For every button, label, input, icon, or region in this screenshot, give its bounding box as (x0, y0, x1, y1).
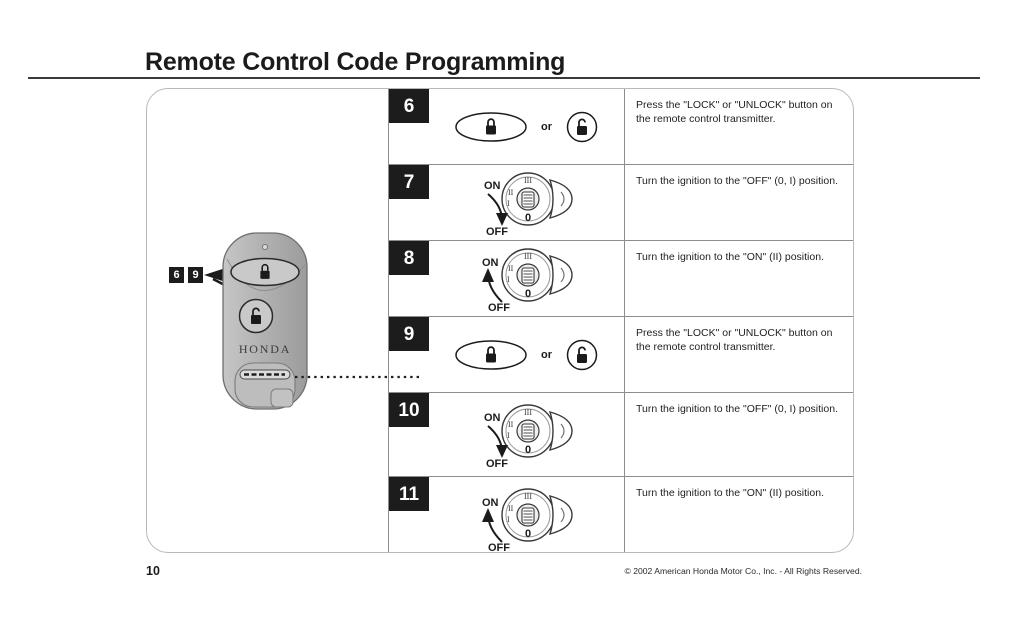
svg-text:III: III (524, 252, 532, 261)
step-figure-cell: III II I 0 ON OFF (429, 241, 625, 316)
svg-text:II: II (508, 504, 514, 513)
steps-table: 6 or (389, 89, 853, 552)
panic-slot-icon (239, 369, 291, 380)
honda-wordmark: HONDA (239, 342, 291, 356)
key-fob-graphic: HONDA (222, 232, 308, 410)
callout-group: 6 9 (169, 267, 203, 283)
table-row: 9 or (389, 317, 853, 393)
step-figure-cell: or (429, 317, 625, 392)
on-label: ON (484, 412, 501, 424)
svg-text:I: I (507, 431, 510, 440)
svg-text:I: I (507, 199, 510, 208)
unlock-button-circle (566, 111, 598, 142)
or-label: or (541, 348, 552, 361)
lock-button-oval (455, 111, 527, 142)
slot-leader-dots (295, 375, 419, 379)
ignition-dial-icon: III II I 0 (500, 247, 573, 302)
title-divider (28, 77, 980, 79)
dial-zero-label: 0 (525, 212, 531, 224)
svg-text:III: III (524, 176, 532, 185)
lock-closed-icon (486, 345, 496, 362)
off-label: OFF (486, 458, 508, 470)
unlock-button-circle (566, 339, 598, 370)
ignition-switch-on-figure: III II I 0 ON OFF (481, 488, 573, 553)
step-number-cell: 6 (389, 89, 429, 164)
ignition-switch-off-figure: III II I 0 ON OFF (484, 403, 573, 470)
remote-key-fob: HONDA (213, 229, 419, 410)
led-indicator-icon (261, 243, 269, 251)
callout-badge-9: 9 (188, 267, 203, 283)
step-number-badge: 10 (389, 393, 429, 427)
table-row: 7 III II I 0 (389, 165, 853, 241)
step-number-cell: 10 (389, 393, 429, 476)
dial-zero-label: 0 (525, 444, 531, 456)
step-figure-cell: III II I 0 ON OFF (429, 393, 625, 476)
step-instruction: Turn the ignition to the "OFF" (0, I) po… (636, 175, 838, 187)
off-label: OFF (488, 542, 510, 553)
content-card: 6 9 (146, 88, 854, 553)
off-label: OFF (486, 226, 508, 238)
step-instruction: Turn the ignition to the "ON" (II) posit… (636, 251, 824, 263)
table-row: 6 or (389, 89, 853, 165)
arrow-head-down (495, 212, 508, 226)
step-figure-cell: III II I 0 ON OFF (429, 477, 625, 553)
svg-text:III: III (524, 492, 532, 501)
svg-text:III: III (524, 408, 532, 417)
lock-closed-icon (486, 117, 496, 134)
remote-buttons-figure: or (454, 110, 599, 144)
arrow-head-down (495, 444, 508, 458)
remote-buttons-figure: or (454, 338, 599, 372)
ignition-switch-off-figure: III II I 0 ON OFF (484, 171, 573, 238)
step-number-cell: 8 (389, 241, 429, 316)
page-title: Remote Control Code Programming (145, 48, 566, 76)
step-instruction: Press the "LOCK" or "UNLOCK" button on t… (636, 327, 833, 354)
table-row: 8 III II I 0 (389, 241, 853, 317)
on-label: ON (484, 180, 501, 192)
or-label: or (541, 120, 552, 133)
panel-divider (388, 89, 390, 552)
arrow-head-up (481, 508, 494, 522)
copyright-notice: © 2002 American Honda Motor Co., Inc. - … (624, 566, 862, 576)
step-figure-cell: or (429, 89, 625, 164)
step-number-badge: 9 (389, 317, 429, 351)
lock-closed-icon (260, 263, 270, 279)
step-number-cell: 9 (389, 317, 429, 392)
step-figure-cell: III II I 0 ON OFF (429, 165, 625, 240)
lock-open-icon (251, 307, 261, 324)
arrow-head-up (481, 267, 494, 282)
step-number-badge: 8 (389, 241, 429, 275)
svg-text:II: II (508, 264, 514, 273)
step-number-cell: 11 (389, 477, 429, 552)
svg-text:II: II (508, 420, 514, 429)
svg-text:I: I (507, 515, 510, 524)
table-row: 11 III II I 0 (389, 477, 853, 553)
ignition-dial-icon: III II I 0 (500, 488, 573, 542)
step-number-badge: 7 (389, 165, 429, 199)
lock-open-icon (577, 346, 587, 363)
remote-illustration-panel: 6 9 (147, 89, 419, 552)
lock-button-oval (455, 339, 527, 370)
svg-text:II: II (508, 188, 514, 197)
dial-zero-label: 0 (525, 288, 531, 300)
step-instruction: Turn the ignition to the "ON" (II) posit… (636, 487, 824, 499)
table-row: 10 III II I 0 (389, 393, 853, 477)
ignition-switch-on-figure: III II I 0 ON OFF (481, 247, 573, 314)
lock-open-icon (577, 118, 587, 135)
ignition-dial-icon: III II I 0 (500, 403, 573, 458)
svg-text:I: I (507, 275, 510, 284)
page-number: 10 (146, 564, 160, 578)
ignition-dial-icon: III II I 0 (500, 171, 573, 226)
on-label: ON (482, 257, 499, 269)
on-label: ON (482, 497, 499, 509)
off-label: OFF (488, 302, 510, 314)
step-instruction: Turn the ignition to the "OFF" (0, I) po… (636, 403, 838, 415)
step-number-badge: 11 (389, 477, 429, 511)
step-number-badge: 6 (389, 89, 429, 123)
callout-badge-6: 6 (169, 267, 184, 283)
step-instruction: Press the "LOCK" or "UNLOCK" button on t… (636, 99, 833, 126)
dial-zero-label: 0 (525, 528, 531, 540)
step-number-cell: 7 (389, 165, 429, 240)
